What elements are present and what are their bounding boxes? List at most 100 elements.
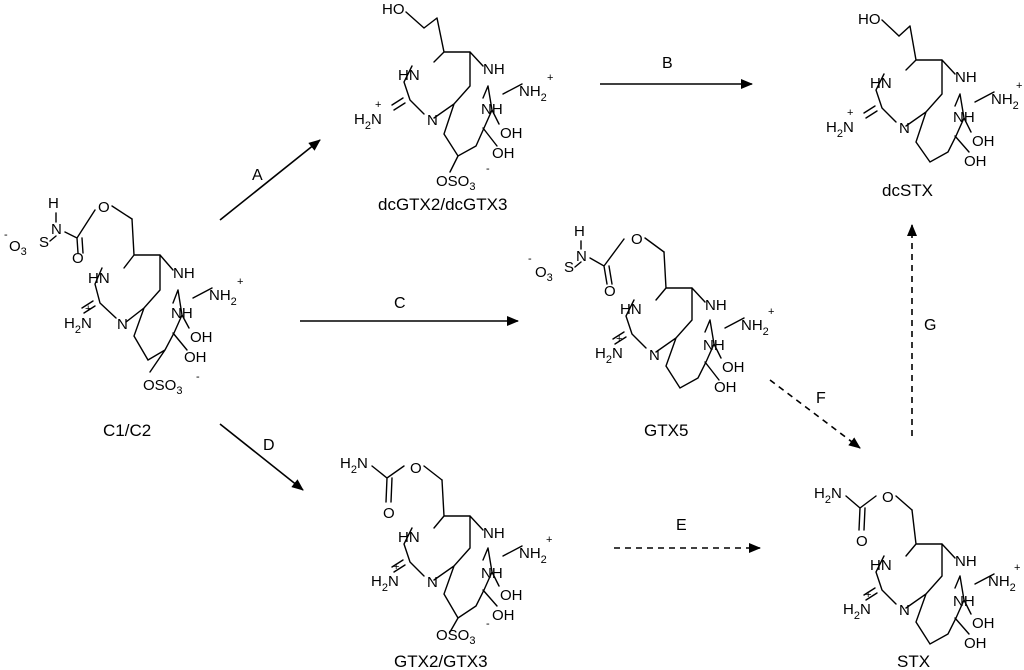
atom-o: O — [631, 231, 643, 248]
atom-ho: HO — [382, 1, 405, 18]
atom-oso: OSO3 — [436, 173, 475, 193]
compound-stx: H2N O O HN NH NH NH2 + H2N + N OH OH STX — [814, 485, 1020, 670]
bond — [863, 573, 995, 601]
atom-minus: - — [196, 371, 200, 383]
atom-nh: NH — [703, 337, 725, 354]
atom-hn: HN — [870, 557, 892, 574]
bond — [625, 251, 722, 389]
atom-oh: OH — [964, 635, 987, 652]
compound-name-gtx5: GTX5 — [644, 421, 688, 440]
atom-h: H — [48, 195, 59, 212]
atom-nh: NH — [483, 61, 505, 78]
atom-oh: OH — [492, 145, 515, 162]
atom-oh: OH — [964, 153, 987, 170]
atom-h2n-carb: H2N — [340, 455, 368, 476]
compound-name-stx: STX — [897, 652, 930, 670]
bond — [391, 83, 523, 111]
atom-nh2: NH2 — [988, 573, 1016, 594]
atom-plus: + — [616, 333, 622, 345]
atom-plus: + — [546, 534, 552, 546]
bond — [49, 205, 133, 254]
compound-name-dcgtx23: dcGTX2/dcGTX3 — [378, 195, 507, 214]
atom-oh: OH — [972, 133, 995, 150]
atom-oh: OH — [972, 615, 995, 632]
arrows: A B C D E F G — [219, 55, 936, 553]
atom-minus: - — [486, 163, 490, 175]
atom-nh: NH — [955, 69, 977, 86]
atom-oso: OSO3 — [143, 377, 182, 397]
atom-oh: OH — [714, 379, 737, 396]
atom-plus: + — [1016, 80, 1022, 92]
atom-plus: + — [85, 303, 91, 315]
atom-o: O — [604, 283, 616, 300]
atom-h: H — [574, 223, 585, 240]
atom-plus: + — [768, 306, 774, 318]
compound-gtx5: - O3 S H N O O HN NH NH NH2 + H2N + N OH… — [528, 223, 774, 440]
atom-o3: O3 — [535, 264, 553, 284]
atom-h2n: H2N — [64, 315, 92, 336]
atom-plus: + — [393, 561, 399, 573]
atom-nh2: NH2 — [991, 91, 1019, 112]
atom-n: N — [899, 120, 910, 137]
atom-plus: + — [847, 107, 853, 119]
compound-gtx23: H2N O O HN NH NH NH2 + H2N + N OH OH OSO… — [340, 455, 552, 670]
atom-n: N — [576, 248, 587, 265]
atom-hn: HN — [620, 301, 642, 318]
reaction-label-b: B — [662, 55, 673, 72]
bond — [81, 287, 213, 314]
atom-o: O — [856, 533, 868, 550]
atom-h2n: H2N — [354, 111, 382, 132]
atom-h2n: H2N — [371, 573, 399, 594]
atom-h2n: H2N — [843, 601, 871, 622]
atom-oh: OH — [190, 329, 213, 346]
bond — [403, 11, 500, 173]
atom-oh: OH — [500, 125, 523, 142]
atom-s: S — [564, 259, 574, 276]
atom-o3: O3 — [9, 238, 27, 258]
compound-c1c2: - O3 S H N O O HN NH NH NH2 + H2N + N OH… — [4, 195, 243, 440]
bond — [612, 317, 745, 345]
reaction-label-a: A — [252, 167, 263, 184]
compound-name-c1c2: C1/C2 — [103, 421, 151, 440]
bond — [845, 495, 913, 531]
atom-nh2: NH2 — [519, 83, 547, 104]
bond — [574, 237, 665, 285]
atom-nh: NH — [481, 101, 503, 118]
compound-name-dcstx: dcSTX — [882, 181, 933, 200]
atom-n: N — [51, 221, 62, 238]
atom-minus: - — [486, 618, 490, 630]
atom-h2n-carb: H2N — [814, 485, 842, 506]
arrow-d — [219, 423, 304, 491]
atom-n: N — [649, 347, 660, 364]
atom-plus: + — [1014, 562, 1020, 574]
atom-minus: - — [4, 229, 8, 241]
atom-nh2: NH2 — [209, 287, 237, 308]
reaction-label-d: D — [263, 437, 275, 454]
atom-hn: HN — [870, 75, 892, 92]
atom-n: N — [117, 316, 128, 333]
reaction-label-g: G — [924, 317, 936, 334]
atom-ho: HO — [858, 11, 881, 28]
atom-nh: NH — [173, 265, 195, 282]
bond — [94, 218, 190, 373]
bond — [391, 545, 523, 573]
bond — [371, 465, 443, 503]
atom-h2n: H2N — [826, 119, 854, 140]
reaction-label-c: C — [394, 295, 406, 312]
atom-nh: NH — [171, 305, 193, 322]
atom-nh: NH — [705, 297, 727, 314]
arrow-a — [219, 139, 321, 221]
compound-dcgtx23: HO HN NH NH NH2 + H2N + N OH OH OSO3 - d… — [354, 1, 553, 214]
atom-minus: - — [528, 253, 532, 265]
atom-n: N — [427, 574, 438, 591]
arrow-f — [769, 379, 861, 449]
compound-dcstx: HO HN NH NH NH2 + H2N + N OH OH dcSTX — [826, 11, 1022, 200]
atom-hn: HN — [398, 529, 420, 546]
atom-n: N — [427, 112, 438, 129]
bond — [863, 91, 995, 119]
atom-hn: HN — [88, 270, 110, 287]
atom-plus: + — [375, 99, 381, 111]
atom-oso: OSO3 — [436, 627, 475, 647]
atom-nh2: NH2 — [519, 545, 547, 566]
atom-h2n: H2N — [595, 345, 623, 366]
